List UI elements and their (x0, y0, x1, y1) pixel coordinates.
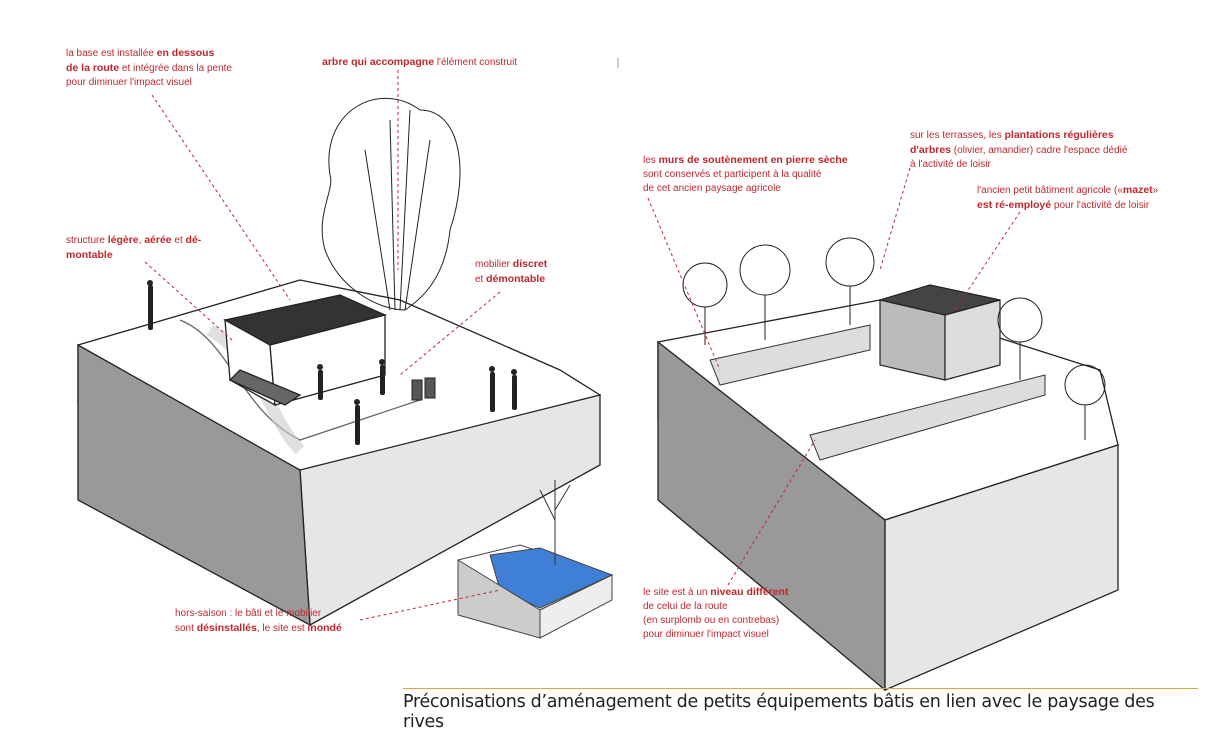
annotation-line: montable (66, 248, 201, 263)
annotation-text: et (171, 235, 186, 246)
annotation-text: , (138, 235, 145, 246)
note-mazet: l'ancien petit bâtiment agricole («mazet… (977, 183, 1158, 213)
annotation-text: (en surplomb ou en contrebas) (643, 615, 780, 626)
annotation-leader-lines (144, 70, 1021, 621)
note-hors-saison: hors-saison : le bâti et le mobilier sont… (175, 607, 342, 636)
figure-caption: Préconisations d’aménagement de petits é… (403, 688, 1198, 732)
annotation-line: mobilier discret (475, 257, 547, 272)
annotation-line: la base est installée en dessous (66, 46, 232, 61)
annotation-emphasis: murs de soutènement en pierre sèche (658, 154, 848, 166)
annotation-line: sont désinstallés, le site est inondé (175, 621, 342, 636)
annotation-emphasis: est ré-employé (977, 199, 1052, 211)
annotation-emphasis: dé- (185, 234, 202, 246)
annotation-text: » (1152, 185, 1159, 196)
annotation-line: de la route et intégrée dans la pente (66, 61, 232, 76)
tall-tree (321, 97, 461, 311)
annotation-text: sont (175, 623, 197, 634)
annotation-line: hors-saison : le bâti et le mobilier (175, 607, 342, 621)
annotation-line: structure légère, aérée et dé- (66, 233, 201, 248)
annotation-text: de celui de la route (643, 601, 728, 612)
annotation-emphasis: discret (512, 258, 548, 270)
annotation-text: mobilier (475, 259, 513, 270)
annotation-text: (olivier, amandier) cadre l'espace dédié (951, 145, 1128, 156)
annotation-text: structure (66, 235, 108, 246)
annotation-text: à l'activité de loisir (910, 159, 991, 170)
annotation-line: à l'activité de loisir (910, 158, 1127, 172)
pavilion-shelter (223, 294, 387, 407)
annotation-text: l'élément construit (434, 57, 518, 68)
annotation-text: et (475, 274, 487, 285)
annotation-line: (en surplomb ou en contrebas) (643, 614, 788, 628)
annotation-text: pour diminuer l'impact visuel (643, 629, 769, 640)
dry-stone-walls (709, 324, 1046, 461)
annotation-emphasis: d'arbres (910, 144, 952, 156)
annotation-emphasis: mazet (1122, 184, 1153, 196)
annotation-text: les (643, 155, 659, 166)
annotation-line: sur les terrasses, les plantations régul… (910, 128, 1127, 143)
mazet-building (877, 284, 1001, 381)
annotation-text: l'ancien petit bâtiment agricole (« (977, 185, 1123, 196)
orchard-trees (682, 237, 1106, 440)
mobilier-barrels (411, 377, 436, 401)
annotation-text: sur les terrasses, les (910, 130, 1005, 141)
annotation-emphasis: en dessous (156, 47, 215, 59)
annotation-emphasis: démontable (486, 273, 546, 285)
annotation-text: le site est à un (643, 587, 711, 598)
annotation-line: de celui de la route (643, 600, 788, 614)
annotation-text: la base est installée (66, 48, 157, 59)
annotation-line: pour diminuer l'impact visuel (66, 76, 232, 90)
annotation-emphasis: de la route (66, 62, 120, 74)
annotation-text: pour l'activité de loisir (1051, 200, 1150, 211)
annotation-emphasis: légère (107, 234, 139, 246)
annotation-emphasis: plantations régulières (1004, 129, 1114, 141)
annotation-emphasis: niveau différent (710, 586, 789, 598)
annotation-line: sont conservés et participent à la quali… (643, 168, 848, 182)
annotation-text: et intégrée dans la pente (119, 63, 232, 74)
annotation-line: d'arbres (olivier, amandier) cadre l'esp… (910, 143, 1127, 158)
annotation-text: de cet ancien paysage agricole (643, 183, 781, 194)
annotation-line: et démontable (475, 272, 547, 287)
annotation-emphasis: désinstallés (196, 622, 257, 634)
annotation-emphasis: inondé (307, 622, 342, 634)
annotation-text: sont conservés et participent à la quali… (643, 169, 822, 180)
annotation-text: , le site est (256, 623, 308, 634)
annotation-emphasis: montable (66, 249, 113, 261)
annotation-line: arbre qui accompagne l'élément construit (322, 55, 517, 70)
note-arbre: arbre qui accompagne l'élément construit (322, 55, 517, 70)
annotation-line: de cet ancien paysage agricole (643, 182, 848, 196)
annotation-line: les murs de soutènement en pierre sèche (643, 153, 848, 168)
people-silhouettes (147, 280, 517, 445)
annotation-text: hors-saison : le bâti et le mobilier (175, 608, 322, 619)
note-terrasses: sur les terrasses, les plantations régul… (910, 128, 1127, 172)
flooded-site-inset (457, 480, 614, 639)
annotation-line: est ré-employé pour l'activité de loisir (977, 198, 1158, 213)
annotation-line: l'ancien petit bâtiment agricole («mazet… (977, 183, 1158, 198)
annotation-emphasis: arbre qui accompagne (322, 56, 435, 68)
annotation-emphasis: aérée (144, 234, 172, 246)
annotation-text: pour diminuer l'impact visuel (66, 77, 192, 88)
note-structure: structure légère, aérée et dé-montable (66, 233, 201, 263)
annotation-line: le site est à un niveau différent (643, 585, 788, 600)
left-terrain-block (77, 279, 602, 627)
annotation-line: pour diminuer l'impact visuel (643, 628, 788, 642)
